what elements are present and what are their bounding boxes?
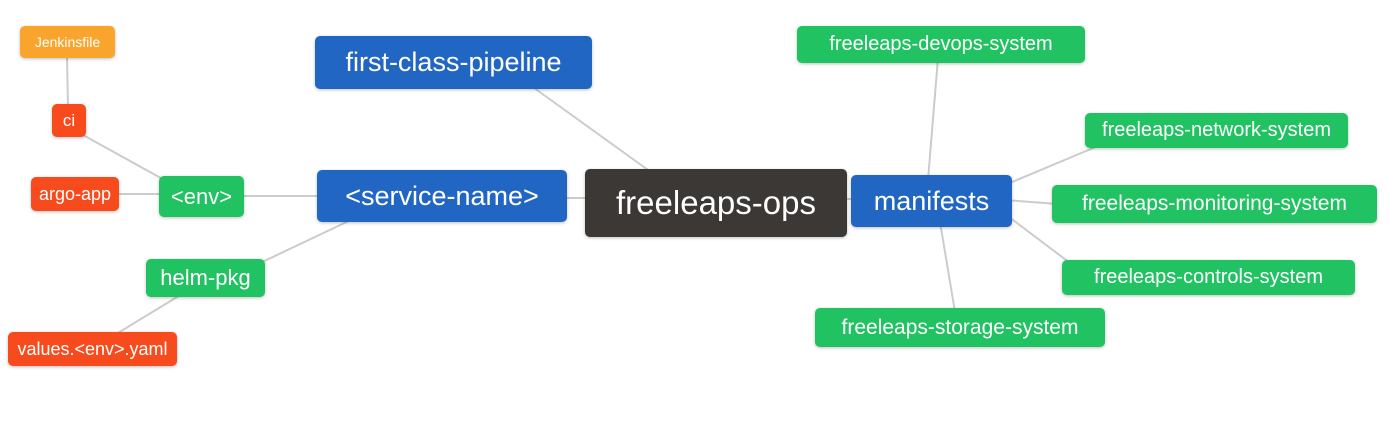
node-devops-system[interactable]: freeleaps-devops-system [797,26,1085,63]
node-helm-pkg[interactable]: helm-pkg [146,259,265,297]
node-storage-system[interactable]: freeleaps-storage-system [815,308,1105,347]
edge-values-helmpkg [112,293,183,337]
node-monitoring-system[interactable]: freeleaps-monitoring-system [1052,185,1377,223]
edge-helmpkg-servicename [257,217,356,265]
node-network-system[interactable]: freeleaps-network-system [1085,113,1348,148]
edge-manifests-devops [927,57,939,181]
edge-manifests-monitoring [1004,199,1059,205]
edge-manifests-controls [1004,213,1071,264]
node-manifests[interactable]: manifests [851,175,1012,227]
edge-pipeline-ops [529,84,656,176]
edge-manifests-network [1004,145,1099,186]
node-freeleaps-ops[interactable]: freeleaps-ops [585,169,847,237]
node-values-env-yaml[interactable]: values.<env>.yaml [8,332,177,366]
node-service-name[interactable]: <service-name> [317,170,567,222]
node-ci[interactable]: ci [52,104,86,137]
edge-manifests-storage [939,221,956,313]
edge-jenkinsfile-ci [66,55,69,109]
edge-ci-env [73,129,169,183]
node-controls-system[interactable]: freeleaps-controls-system [1062,260,1355,295]
node-env[interactable]: <env> [159,176,244,217]
node-first-class-pipeline[interactable]: first-class-pipeline [315,36,592,89]
node-jenkinsfile[interactable]: Jenkinsfile [20,26,115,58]
node-argo-app[interactable]: argo-app [31,177,119,211]
